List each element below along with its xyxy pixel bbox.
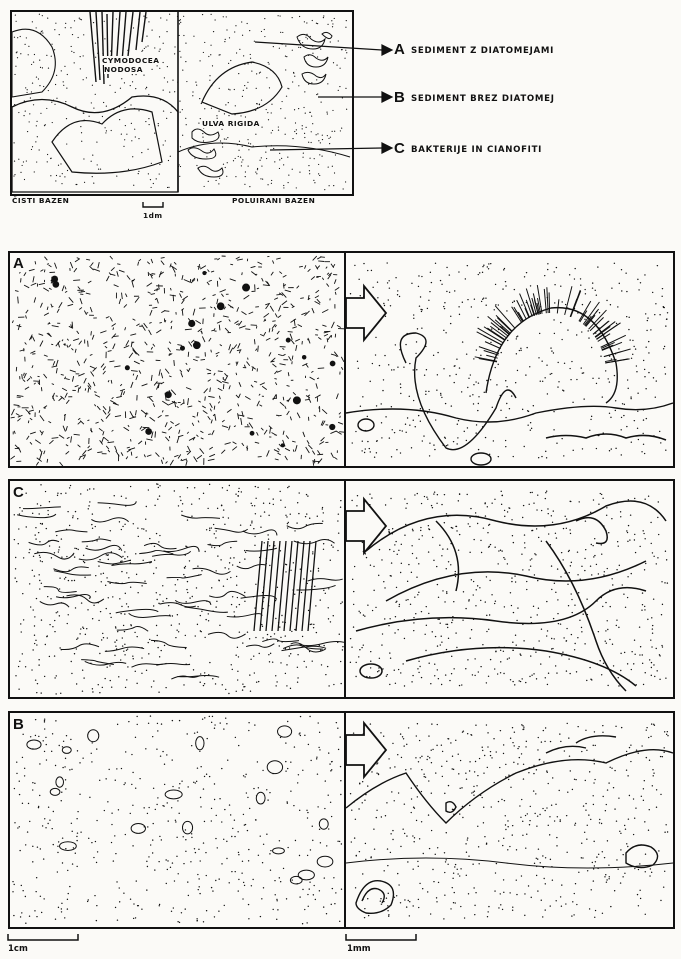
- scale-label-left: 1cm: [8, 944, 28, 954]
- scale-label-right: 1mm: [347, 944, 371, 954]
